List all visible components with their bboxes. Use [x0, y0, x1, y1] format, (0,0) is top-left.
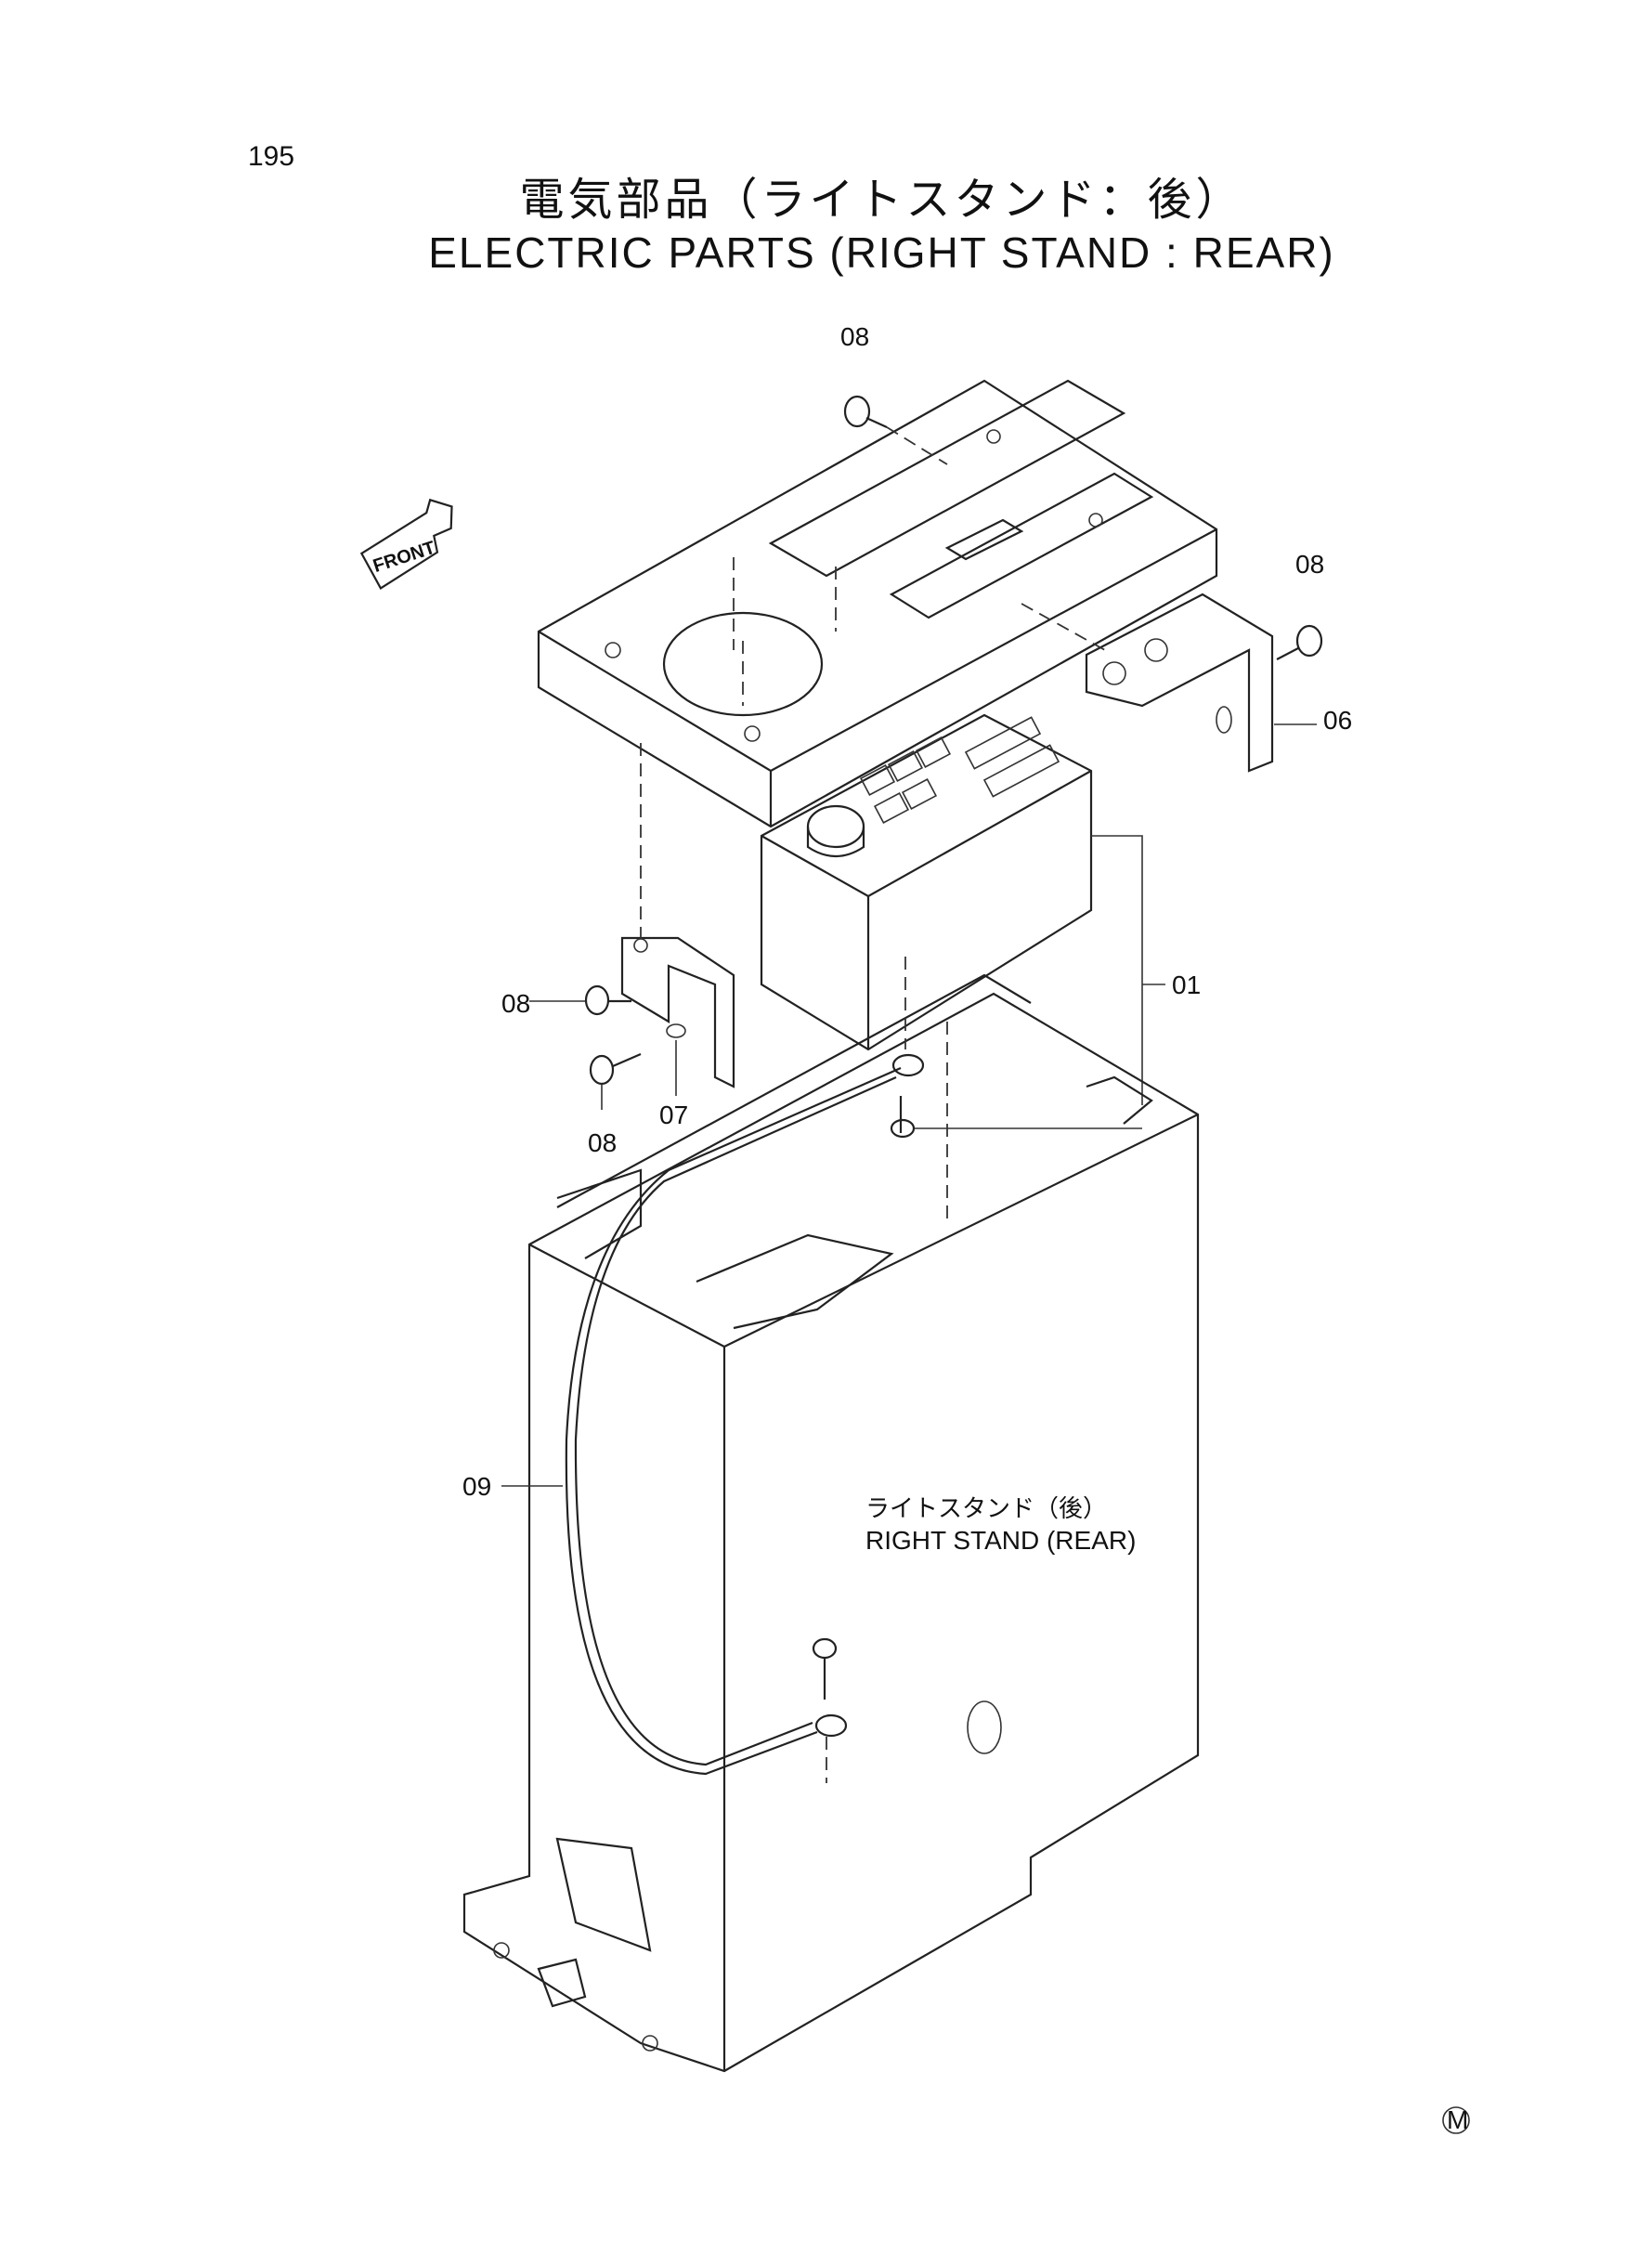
front-arrow-icon: FRONT	[359, 498, 453, 590]
screw-08-left-upper	[529, 984, 631, 1016]
front-label: FRONT	[371, 538, 437, 577]
callout-07: 07	[659, 1101, 688, 1129]
page-title-english: ELECTRIC PARTS (RIGHT STAND : REAR)	[428, 228, 1335, 277]
stand-label-japanese: ライトスタンド（後）	[865, 1495, 1107, 1523]
harness-09	[501, 1053, 925, 1776]
corner-mark-letter: M	[1447, 2105, 1468, 2134]
callout-08-right: 08	[1295, 550, 1324, 579]
callout-08-left-lower: 08	[588, 1128, 617, 1157]
callout-08-left-upper: 08	[501, 989, 530, 1018]
bracket-07	[620, 743, 735, 1096]
top-cover-plate	[537, 379, 1218, 828]
callout-01: 01	[1172, 971, 1201, 999]
stand-label-english: RIGHT STAND (REAR)	[865, 1526, 1136, 1555]
corner-mark-icon: M	[1442, 2105, 1470, 2134]
page-title-japanese: 電気部品（ライトスタンド：後）	[519, 174, 1244, 226]
ground-screw-upper	[890, 957, 1142, 1139]
bracket-06	[1021, 593, 1274, 773]
control-unit-01	[760, 713, 1165, 1105]
page-number: 195	[248, 141, 295, 172]
ground-screw-lower	[812, 1637, 838, 1783]
callout-08-top: 08	[840, 322, 869, 351]
screw-08-left-lower	[589, 1052, 642, 1110]
callout-09: 09	[462, 1472, 491, 1501]
callout-06: 06	[1323, 706, 1352, 735]
screw-08-top	[843, 395, 948, 465]
screw-08-right	[1276, 624, 1323, 660]
right-stand-rear	[462, 973, 1200, 2073]
